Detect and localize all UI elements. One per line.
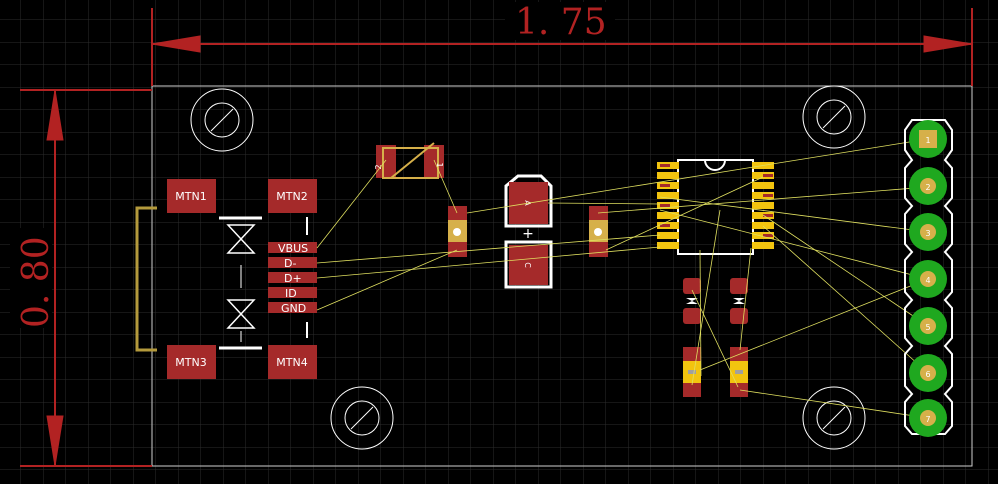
mounting-hole-top-right[interactable] xyxy=(802,85,866,149)
resistor-right[interactable] xyxy=(589,206,608,257)
header-pin-1-label: 1 xyxy=(925,136,930,145)
header-pin-3-label: 3 xyxy=(925,229,930,238)
header-pin-7[interactable]: 7 xyxy=(909,399,947,437)
height-dimension-label: 0. 80 xyxy=(16,236,57,328)
header-pin-6[interactable]: 6 xyxy=(909,354,947,392)
usb-connector-outline xyxy=(135,206,308,352)
vbus-label: VBUS xyxy=(278,242,308,255)
mounting-hole-top-left[interactable] xyxy=(190,88,254,152)
capacitor-component[interactable]: A C + xyxy=(504,174,553,289)
mtn1-pad[interactable]: MTN1 xyxy=(167,179,216,213)
diode-component[interactable]: 2 1 xyxy=(374,142,444,179)
header-pin-3[interactable]: 3 xyxy=(909,213,947,251)
mtn3-pad[interactable]: MTN3 xyxy=(167,345,216,379)
width-dimension xyxy=(151,8,973,86)
header-pin-5[interactable]: 5 xyxy=(909,307,947,345)
mtn2-pad[interactable]: MTN2 xyxy=(268,179,317,213)
header-pin-2[interactable]: 2 xyxy=(909,167,947,205)
header-pin-4-label: 4 xyxy=(925,276,930,285)
mtn1-label: MTN1 xyxy=(175,190,206,203)
dplus-pad[interactable]: D+ xyxy=(268,272,317,285)
width-dimension-label: 1. 75 xyxy=(515,2,607,43)
diode-pin-2-label: 2 xyxy=(374,164,383,169)
mounting-hole-bottom-left[interactable] xyxy=(330,386,394,450)
diode-pin-1-label: 1 xyxy=(435,162,444,167)
resistor-left[interactable] xyxy=(448,206,467,257)
ic-component[interactable] xyxy=(657,159,774,255)
small-cap-left[interactable] xyxy=(683,278,701,324)
dminus-label: D- xyxy=(284,257,296,270)
id-label: ID xyxy=(285,287,297,300)
header-pin-4[interactable]: 4 xyxy=(909,260,947,298)
board-outline xyxy=(151,85,973,467)
dminus-pad[interactable]: D- xyxy=(268,257,317,270)
header-connector[interactable] xyxy=(904,119,953,435)
gnd-pad[interactable]: GND xyxy=(268,302,317,315)
mtn4-label: MTN4 xyxy=(276,356,307,369)
ratsnest-lines xyxy=(316,138,929,419)
header-pin-5-label: 5 xyxy=(925,323,930,332)
mtn2-label: MTN2 xyxy=(276,190,307,203)
height-dimension xyxy=(20,89,152,467)
header-pin-6-label: 6 xyxy=(925,370,930,379)
resistor-bottom-left[interactable] xyxy=(683,347,701,397)
header-pin-2-label: 2 xyxy=(925,183,930,192)
vbus-pad[interactable]: VBUS xyxy=(268,242,317,255)
mtn3-label: MTN3 xyxy=(175,356,206,369)
capacitor-cathode-label: C xyxy=(523,262,532,268)
id-pad[interactable]: ID xyxy=(268,287,317,300)
dplus-label: D+ xyxy=(284,272,302,285)
header-pin-7-label: 7 xyxy=(925,415,930,424)
gnd-label: GND xyxy=(281,302,306,315)
mtn4-pad[interactable]: MTN4 xyxy=(268,345,317,379)
mounting-hole-bottom-right[interactable] xyxy=(802,386,866,450)
resistor-bottom-right[interactable] xyxy=(730,347,748,397)
capacitor-plus-label: + xyxy=(522,226,534,242)
header-pin-1[interactable]: 1 xyxy=(909,120,947,158)
